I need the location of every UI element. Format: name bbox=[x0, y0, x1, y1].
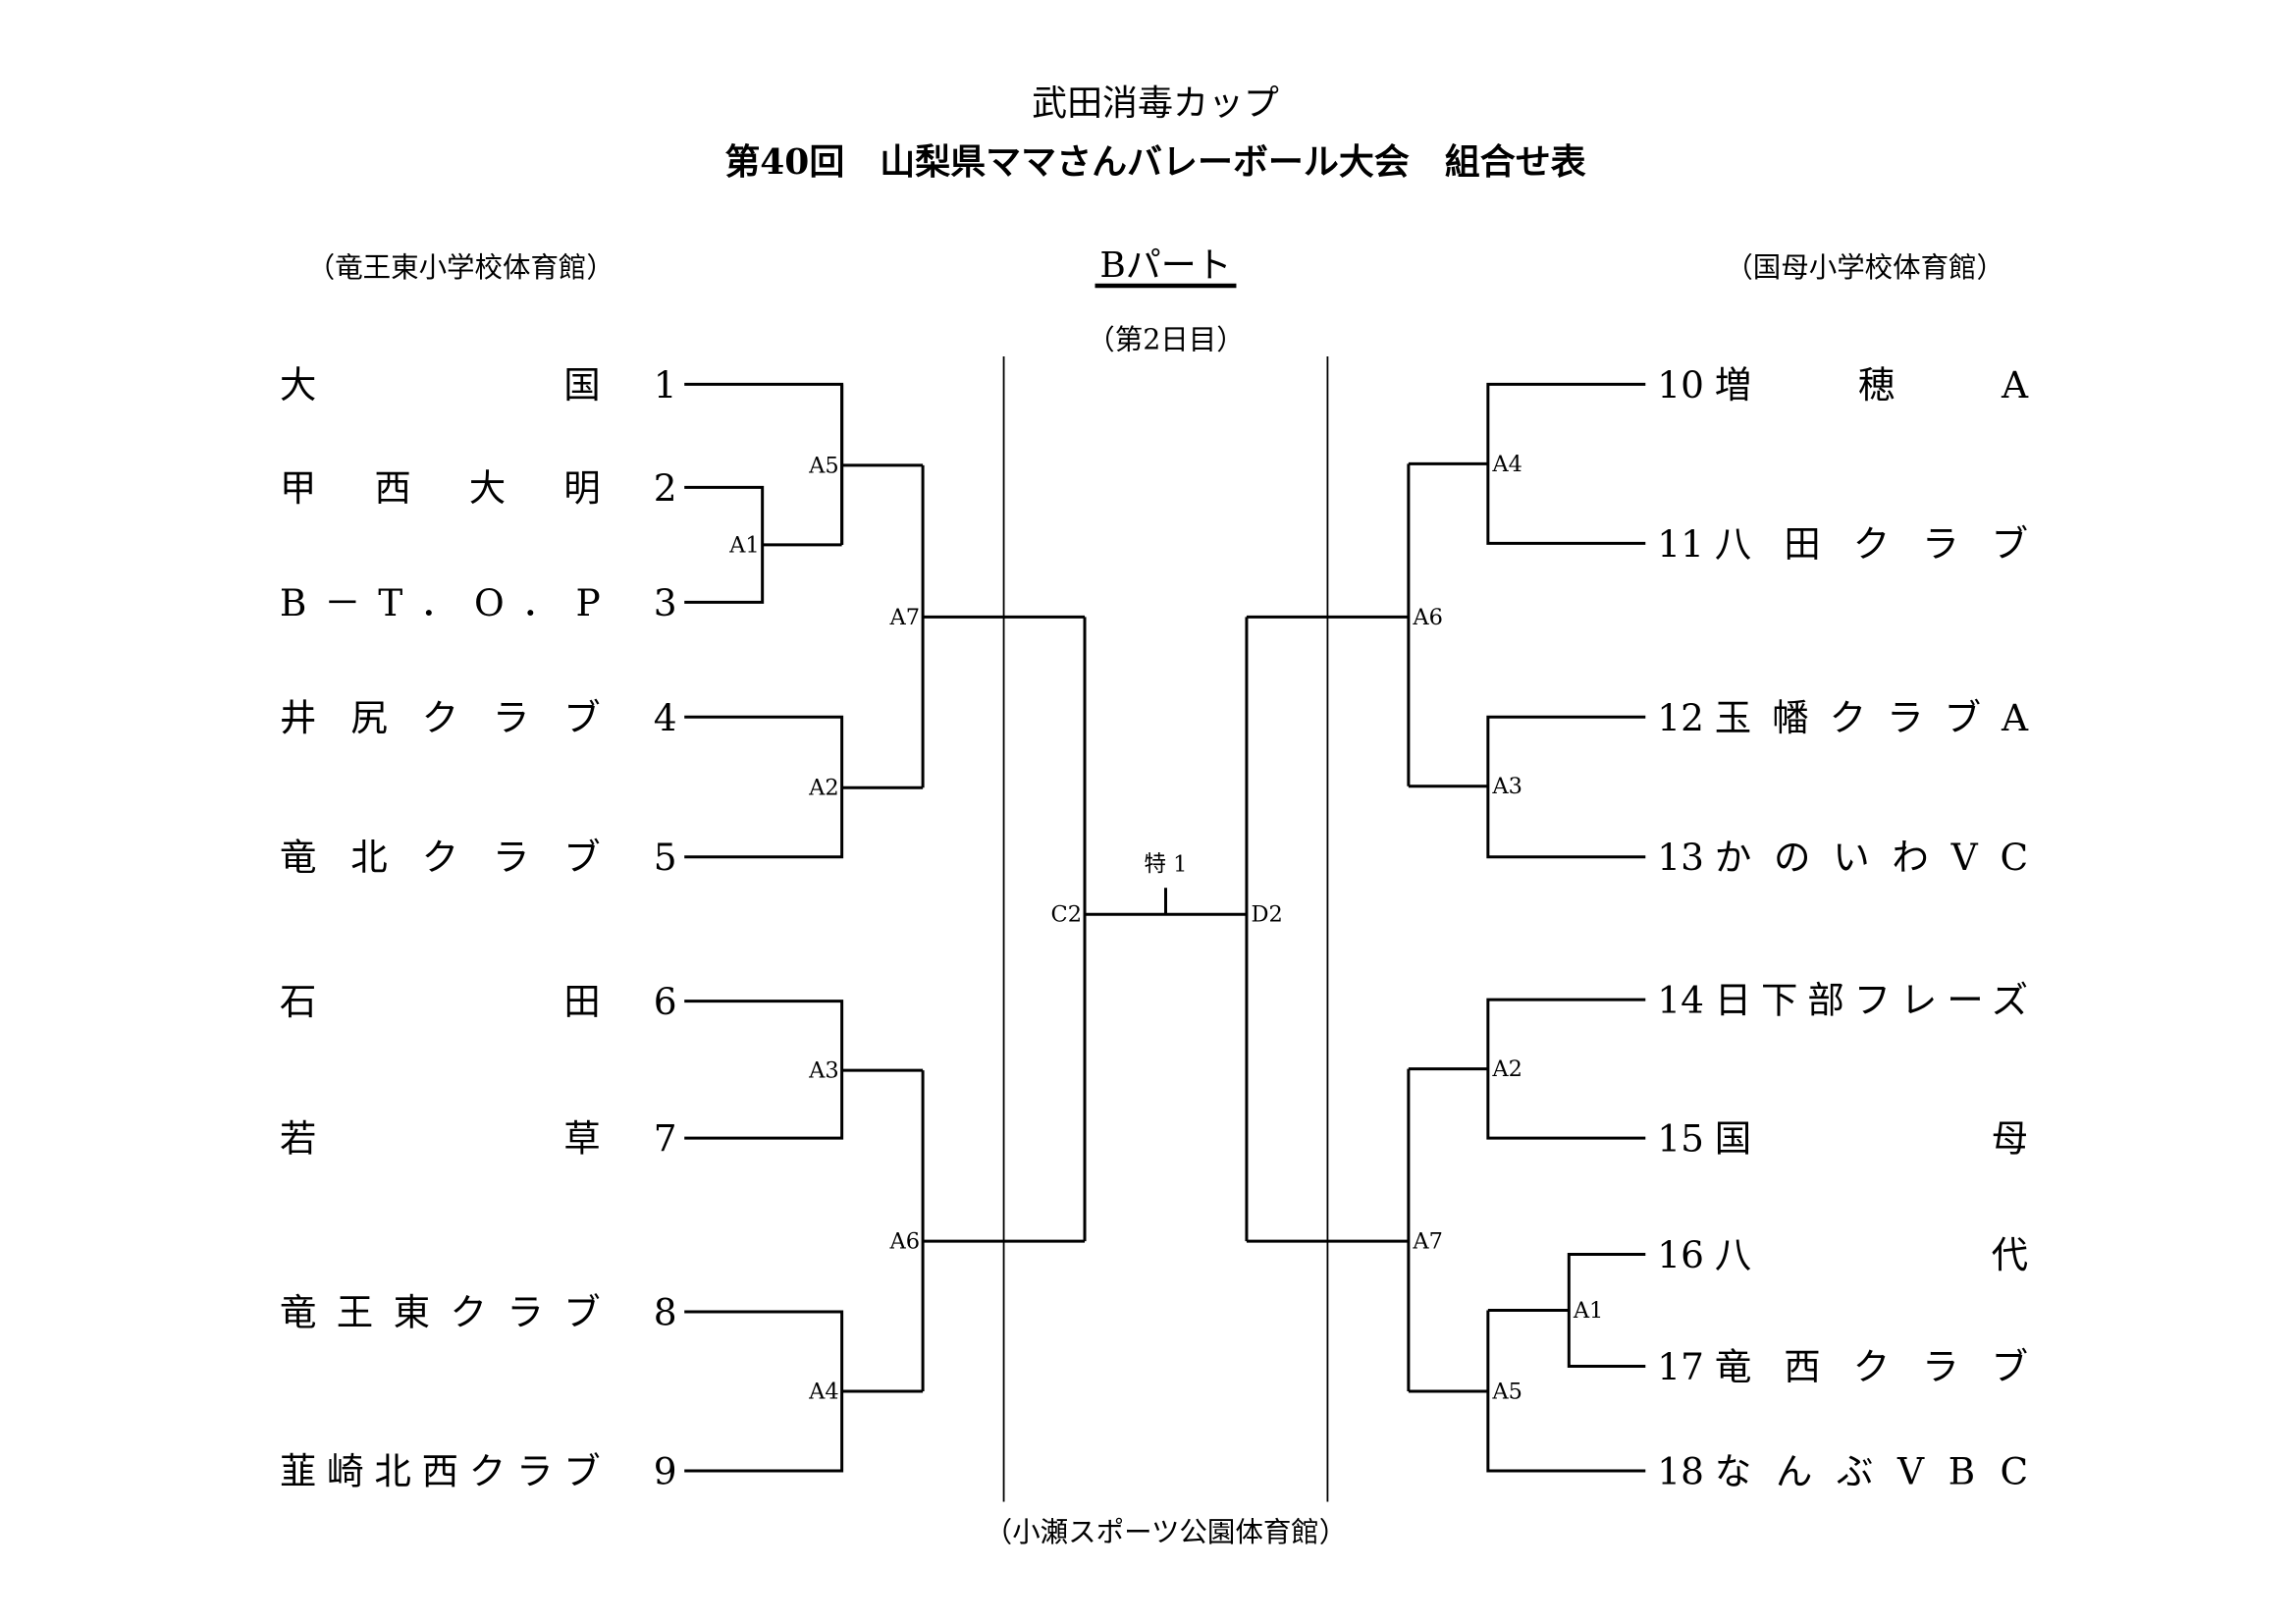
team-number: 1 bbox=[654, 363, 677, 406]
venue-left: （竜王東小学校体育館） bbox=[307, 251, 614, 284]
bracket-line bbox=[1246, 1068, 1411, 1391]
team-number: 8 bbox=[654, 1291, 677, 1334]
team-name: 石田 bbox=[280, 980, 601, 1023]
team-number: 14 bbox=[1657, 979, 1704, 1022]
match-label: A3 bbox=[808, 1058, 839, 1084]
bracket-line bbox=[1408, 1310, 1646, 1473]
venue-right: （国母小学校体育館） bbox=[1725, 251, 2004, 284]
match-label: A6 bbox=[1412, 605, 1443, 630]
match-label: D2 bbox=[1251, 902, 1282, 928]
match-label: A7 bbox=[889, 605, 921, 630]
team-name: なんぶVBC bbox=[1715, 1449, 2028, 1492]
bracket-line bbox=[1487, 1253, 1646, 1369]
match-label: A5 bbox=[808, 453, 839, 478]
part-title: Bパート bbox=[1099, 245, 1231, 286]
team-name: 竜西クラブ bbox=[1715, 1345, 2028, 1388]
team-name: 竜王東クラブ bbox=[280, 1291, 601, 1334]
bracket-line bbox=[1408, 998, 1646, 1140]
match-label: A4 bbox=[808, 1379, 839, 1404]
team-number: 10 bbox=[1657, 363, 1704, 406]
sponsor-title: 武田消毒カップ bbox=[1032, 83, 1279, 124]
final-match-label: 特 1 bbox=[1145, 852, 1188, 878]
match-label: A1 bbox=[728, 532, 760, 558]
bracket-line bbox=[684, 1310, 924, 1473]
bracket-line bbox=[684, 1000, 924, 1140]
match-label: A3 bbox=[1491, 774, 1522, 799]
team-number: 9 bbox=[654, 1449, 677, 1492]
bracket-line bbox=[921, 1070, 1086, 1391]
team-number: 2 bbox=[654, 466, 677, 510]
match-label: A4 bbox=[1491, 452, 1522, 477]
team-name: 若草 bbox=[280, 1117, 601, 1161]
team-name: 玉幡クラブA bbox=[1715, 696, 2029, 739]
bracket-line bbox=[1408, 715, 1646, 859]
match-label: C2 bbox=[1051, 902, 1083, 928]
page-title: 第40回 山梨県ママさんバレーボール大会 組合せ表 bbox=[724, 141, 1585, 183]
team-name: 八田クラブ bbox=[1715, 522, 2028, 566]
team-name: B－T．O．P bbox=[280, 581, 601, 624]
bracket-line bbox=[921, 464, 1086, 788]
team-name: 甲西大明 bbox=[280, 466, 601, 510]
team-name: 大国 bbox=[280, 363, 601, 406]
team-number: 17 bbox=[1657, 1345, 1704, 1388]
team-number: 5 bbox=[654, 836, 677, 879]
bracket-line bbox=[1246, 463, 1411, 786]
bracket-line bbox=[1083, 617, 1247, 1242]
team-number: 13 bbox=[1657, 836, 1704, 879]
team-name: 竜北クラブ bbox=[280, 836, 601, 879]
match-label: A5 bbox=[1491, 1379, 1522, 1404]
team-number: 7 bbox=[654, 1117, 677, 1161]
match-label: A2 bbox=[808, 776, 839, 801]
team-number: 6 bbox=[654, 980, 677, 1023]
team-number: 11 bbox=[1657, 522, 1704, 566]
venue-center: （小瀬スポーツ公園体育館） bbox=[985, 1516, 1348, 1548]
team-number: 18 bbox=[1657, 1449, 1704, 1492]
team-number: 12 bbox=[1657, 696, 1704, 739]
team-number: 16 bbox=[1657, 1233, 1704, 1276]
team-name: 井尻クラブ bbox=[280, 696, 601, 739]
team-name: 増穂A bbox=[1715, 363, 2029, 406]
team-name: 八代 bbox=[1715, 1233, 2028, 1276]
team-name: 韮崎北西クラブ bbox=[280, 1449, 601, 1492]
match-label: A6 bbox=[889, 1229, 921, 1255]
bracket-line bbox=[684, 715, 924, 859]
day-label: （第2日目） bbox=[1087, 323, 1244, 355]
team-name: 国母 bbox=[1715, 1117, 2028, 1161]
team-name: 日下部フレーズ bbox=[1715, 979, 2028, 1022]
bracket-line bbox=[1408, 382, 1646, 545]
team-number: 4 bbox=[654, 696, 677, 739]
team-name: かのいわVC bbox=[1715, 836, 2028, 879]
match-label: A2 bbox=[1491, 1056, 1522, 1082]
bracket-line bbox=[840, 384, 924, 545]
team-number: 15 bbox=[1657, 1117, 1704, 1161]
team-number: 3 bbox=[654, 581, 677, 624]
match-label: A7 bbox=[1412, 1229, 1443, 1255]
match-label: A1 bbox=[1573, 1298, 1604, 1324]
